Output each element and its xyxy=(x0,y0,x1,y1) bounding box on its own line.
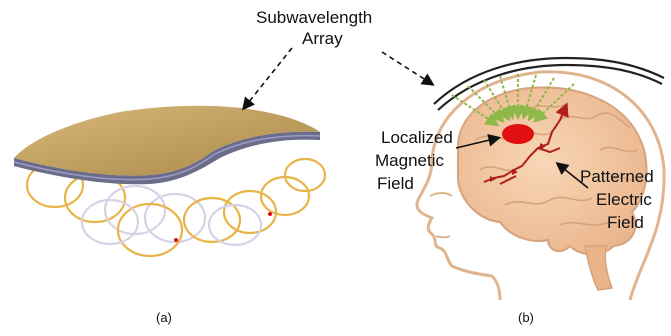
coil-loop xyxy=(105,186,165,234)
electric-label-line-1: Patterned xyxy=(580,167,654,187)
callout-arrow-b xyxy=(382,52,432,84)
magnetic-label-line-2: Magnetic xyxy=(375,151,444,171)
electric-label-line-3: Field xyxy=(607,213,644,233)
coil-loop xyxy=(209,205,261,245)
caption-a: (a) xyxy=(156,310,172,325)
electric-label-line-2: Electric xyxy=(596,190,652,210)
caption-b: (b) xyxy=(518,310,534,325)
coil-loop xyxy=(224,191,276,233)
magnetic-label-line-1: Localized xyxy=(381,128,453,148)
callout-arrow-a xyxy=(244,48,292,108)
panel-a xyxy=(14,106,325,256)
title-line-2: Array xyxy=(302,29,343,49)
magnetic-label-line-3: Field xyxy=(377,174,414,194)
localized-field-spot xyxy=(502,124,534,144)
title-line-1: Subwavelength xyxy=(256,8,372,28)
